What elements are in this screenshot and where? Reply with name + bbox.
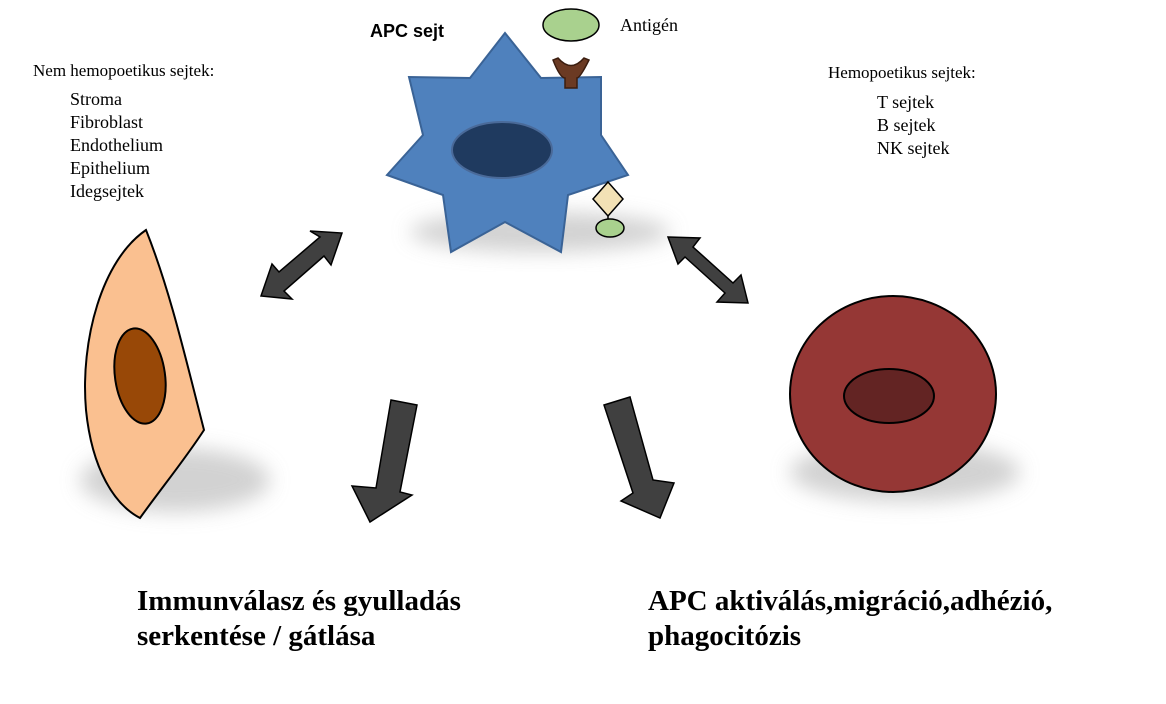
double-arrow-left bbox=[259, 230, 344, 300]
outcome-left-line-2: serkentése / gátlása bbox=[137, 620, 376, 652]
non-hemopoietic-cell bbox=[80, 228, 270, 520]
arrow-down-left bbox=[350, 399, 418, 524]
outcome-left-line-1: Immunválasz és gyulladás bbox=[137, 585, 461, 617]
hemopoietic-item-t: T sejtek bbox=[877, 92, 934, 112]
non-hemopoietic-title: Nem hemopoetikus sejtek: bbox=[33, 61, 214, 80]
non-hemopoietic-item-idegsejtek: Idegsejtek bbox=[70, 181, 144, 201]
non-hemopoietic-nucleus bbox=[113, 327, 167, 425]
non-hemopoietic-item-fibroblast: Fibroblast bbox=[70, 112, 143, 132]
outcome-right-line-1: APC aktiválás,migráció,adhézió, bbox=[648, 585, 1052, 617]
arrow-down-right bbox=[603, 396, 676, 519]
outcome-right-line-2: phagocitózis bbox=[648, 620, 801, 652]
presented-antigen-icon bbox=[595, 218, 625, 238]
antigen-label: Antigén bbox=[620, 15, 678, 35]
hemopoietic-cell bbox=[789, 295, 1020, 502]
hemopoietic-item-b: B sejtek bbox=[877, 115, 936, 135]
non-hemopoietic-item-endothelium: Endothelium bbox=[70, 135, 163, 155]
hemopoietic-title: Hemopoetikus sejtek: bbox=[828, 63, 976, 82]
apc-title: APC sejt bbox=[370, 21, 444, 41]
hemopoietic-nucleus bbox=[843, 368, 935, 424]
antigen-icon bbox=[542, 8, 600, 42]
apc-cell bbox=[385, 8, 670, 254]
mhc-icon bbox=[591, 180, 625, 218]
non-hemopoietic-item-stroma: Stroma bbox=[70, 89, 122, 109]
hemopoietic-item-nk: NK sejtek bbox=[877, 138, 949, 158]
non-hemopoietic-item-epithelium: Epithelium bbox=[70, 158, 150, 178]
receptor-icon bbox=[552, 57, 591, 89]
double-arrow-right bbox=[666, 236, 749, 304]
apc-nucleus bbox=[451, 121, 553, 179]
